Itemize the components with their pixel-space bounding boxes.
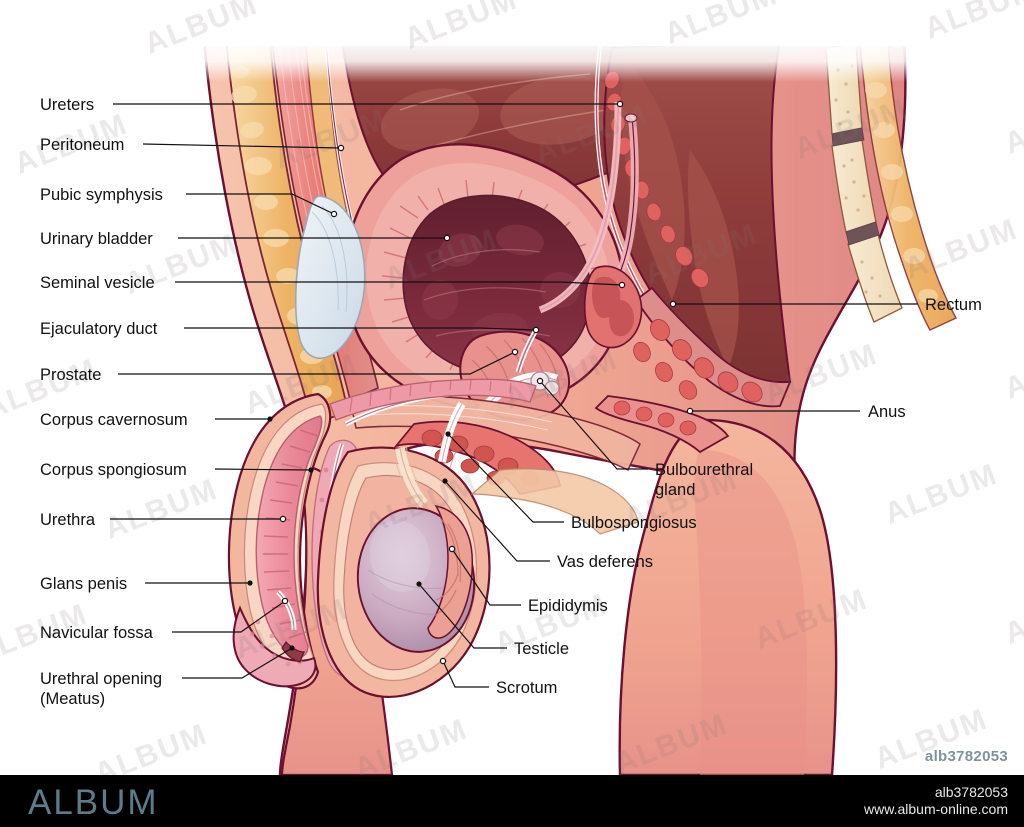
label-urinary-bladder: Urinary bladder xyxy=(40,230,153,248)
label-seminal-vesicle: Seminal vesicle xyxy=(40,274,155,292)
leader-lines xyxy=(110,100,918,688)
label-urethral-opening-meatus: (Meatus) xyxy=(40,690,106,708)
label-vas-deferens: Vas deferens xyxy=(557,553,654,571)
label-pubic-symphysis: Pubic symphysis xyxy=(40,186,163,204)
label-ureters: Ureters xyxy=(40,96,95,114)
label-corpus-cavernosum: Corpus cavernosum xyxy=(40,411,188,429)
label-navicular-fossa: Navicular fossa xyxy=(40,624,153,642)
footer-bar: ALBUM alb3782053 www.album-online.com xyxy=(0,775,1024,827)
label-peritoneum: Peritoneum xyxy=(40,136,125,154)
label-urethra: Urethra xyxy=(40,511,96,529)
label-corpus-spongiosum: Corpus spongiosum xyxy=(40,461,187,479)
label-epididymis: Epididymis xyxy=(528,597,608,615)
label-bulbourethral-gland-line2: gland xyxy=(655,481,696,499)
label-testicle: Testicle xyxy=(514,640,570,658)
label-anus: Anus xyxy=(868,403,906,421)
label-layer: Ureters Peritoneum Pubic symphysis Urina… xyxy=(40,96,982,708)
label-bulbospongiosus: Bulbospongiosus xyxy=(571,514,697,532)
label-rectum: Rectum xyxy=(925,296,982,314)
label-ejaculatory-duct: Ejaculatory duct xyxy=(40,320,158,338)
album-logo: ALBUM xyxy=(28,783,159,822)
label-glans-penis: Glans penis xyxy=(40,575,128,593)
footer-website[interactable]: www.album-online.com xyxy=(864,801,1008,817)
label-scrotum: Scrotum xyxy=(496,679,558,697)
anatomy-illustration xyxy=(180,36,957,775)
label-prostate: Prostate xyxy=(40,366,102,384)
footer-meta: alb3782053 www.album-online.com xyxy=(864,784,1008,818)
footer-image-id: alb3782053 xyxy=(934,784,1008,800)
image-id-top: alb3782053 xyxy=(924,748,1008,765)
label-urethral-opening: Urethral opening xyxy=(40,670,162,688)
label-bulbourethral-gland: Bulbourethral xyxy=(655,461,754,479)
